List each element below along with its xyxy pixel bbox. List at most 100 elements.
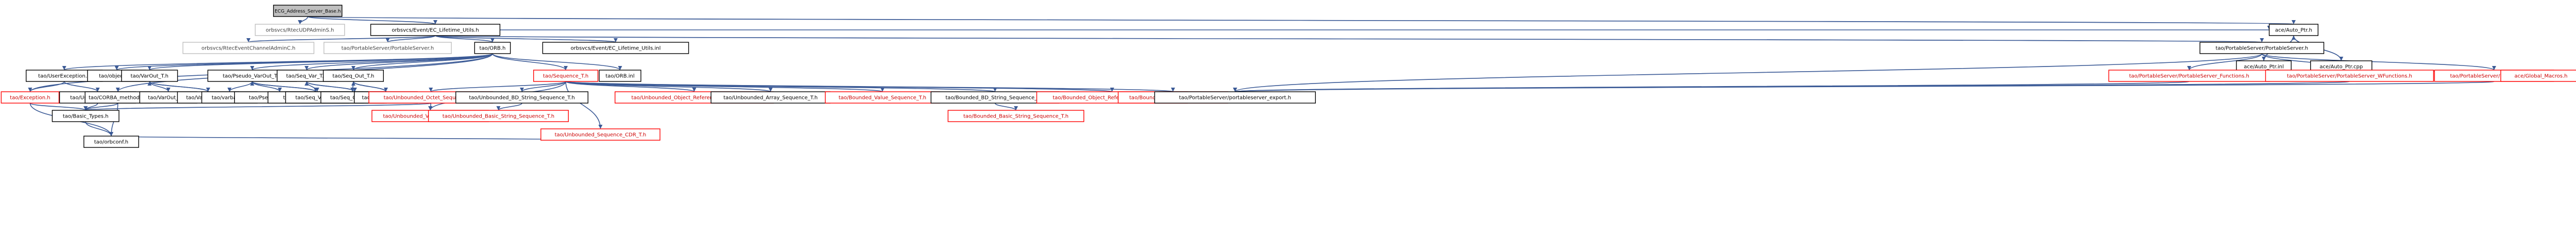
edge-arrowhead: [2492, 66, 2496, 70]
node-ps-export[interactable]: tao/PortableServer/portableserver_export…: [1154, 91, 1316, 104]
node-box: [52, 110, 120, 122]
node-box: [428, 110, 569, 122]
edge-arrowhead: [350, 88, 355, 92]
edge-arrowhead: [206, 88, 210, 92]
node-box: [599, 70, 641, 82]
node-box: [324, 42, 452, 54]
node-label: tao/Seq_Var_T.h: [286, 74, 327, 79]
node-box: [474, 42, 511, 54]
node-label: tao/Sequence_T.h: [543, 74, 588, 79]
node-tao-bnd-basic-string[interactable]: tao/Bounded_Basic_String_Sequence_T.h: [947, 110, 1084, 122]
edge-arrowhead: [692, 88, 697, 92]
edge-arrowhead: [114, 66, 119, 70]
node-root[interactable]: ECG_Address_Server_Base.h: [273, 5, 343, 17]
edge-arrowhead: [2260, 38, 2264, 42]
edge-arrowhead: [351, 66, 355, 70]
node-tao-portableserver[interactable]: tao/PortableServer/PortableServer.h: [2199, 42, 2325, 54]
edge-arrowhead: [227, 88, 232, 92]
node-box: [540, 128, 660, 141]
node-box: [2199, 42, 2325, 54]
node-ace-auto-ptr-h[interactable]: ace/Auto_Ptr.h: [2268, 24, 2319, 36]
node-label: orbsvcs/RtecUDPAdminS.h: [266, 28, 334, 34]
dependency-edge: [29, 103, 86, 111]
node-tao-orb-inl[interactable]: tao/ORB.inl: [599, 70, 641, 82]
edge-arrowhead: [598, 125, 603, 129]
node-udp-h[interactable]: orbsvcs/RtecUDPAdminS.h: [255, 24, 345, 36]
node-ps-functions[interactable]: tao/PortableServer/PortableServer_Functi…: [2108, 70, 2270, 82]
dependency-edge: [498, 103, 522, 111]
node-box: [121, 70, 178, 82]
node-label: tao/objectid.h: [99, 74, 134, 79]
node-tao-basic-types[interactable]: tao/Basic_Types.h: [52, 110, 120, 122]
edge-arrowhead: [880, 88, 885, 92]
node-label: orbsvcs/Event/EC_Lifetime_Utils.inl: [571, 46, 661, 52]
node-box: [182, 42, 315, 54]
node-box: [1, 91, 60, 104]
graph-nodes: ECG_Address_Server_Base.h orbsvcs/RtecUDP…: [1, 5, 2576, 148]
node-rtec-channel[interactable]: orbsvcs/RtecEventChannelAdminC.h: [182, 42, 315, 54]
node-tao-orbconf[interactable]: tao/orbconf.h: [83, 136, 139, 148]
node-label: tao/ORB.inl: [605, 74, 634, 79]
node-tao-unb-sequence-cdr[interactable]: tao/Unbounded_Sequence_CDR_T.h: [540, 128, 660, 141]
node-label: tao/PortableServer/portableserver_export…: [1179, 95, 1291, 101]
node-label: ace/Auto_Ptr.h: [2275, 28, 2312, 34]
node-label: tao/Bounded_Value_Sequence_T.h: [839, 95, 926, 101]
edge-arrowhead: [109, 132, 113, 136]
node-tao-unb-bd-string[interactable]: tao/Unbounded_BD_String_Sequence_T.h: [455, 91, 589, 104]
node-tao-bnd-value[interactable]: tao/Bounded_Value_Sequence_T.h: [825, 91, 940, 104]
node-ps-wfunctions[interactable]: tao/PortableServer/PortableServer_WFunct…: [2265, 70, 2434, 82]
edge-arrowhead: [519, 88, 524, 92]
dependency-edge: [353, 81, 386, 92]
node-label: tao/Unbounded_BD_String_Sequence_T.h: [469, 95, 574, 101]
node-label: tao/PortableServer/PortableServer_Functi…: [2129, 74, 2249, 79]
node-box: [273, 5, 343, 17]
dependency-edge: [2189, 53, 2263, 71]
edge-arrowhead: [315, 88, 319, 92]
edge-arrowhead: [278, 88, 282, 92]
dependency-edge: [565, 81, 695, 92]
dependency-edge: [63, 81, 98, 92]
node-tao-exception[interactable]: tao/Exception.h: [1, 91, 60, 104]
node-label: tao/CORBA_methods.h: [89, 95, 147, 101]
node-tao-varout-t[interactable]: tao/VarOut_T.h: [121, 70, 178, 82]
node-label: tao/Bounded_BD_String_Sequence_T.h: [945, 95, 1044, 101]
dependency-edge: [994, 103, 1016, 111]
node-tao-ps-server[interactable]: tao/PortableServer/PortableServer.h: [324, 42, 452, 54]
node-ec-lifetime-inl[interactable]: orbsvcs/Event/EC_Lifetime_Utils.inl: [542, 42, 689, 54]
dependency-edge: [85, 103, 118, 111]
node-tao-orb[interactable]: tao/ORB.h: [474, 42, 511, 54]
edge-arrowhead: [304, 81, 309, 86]
dependency-edge: [307, 16, 2294, 25]
node-tao-unb-basic-string[interactable]: tao/Unbounded_Basic_String_Sequence_T.h: [428, 110, 569, 122]
node-ec-lifetime-h[interactable]: orbsvcs/Event/EC_Lifetime_Utils.h: [370, 24, 501, 36]
edge-arrowhead: [62, 66, 66, 70]
dependency-edge: [435, 35, 493, 43]
node-label: tao/ORB.h: [480, 46, 506, 52]
node-label: tao/VarOut_T.h: [131, 74, 168, 79]
dependency-edge: [307, 16, 436, 25]
node-tao-sequence-t[interactable]: tao/Sequence_T.h: [533, 70, 599, 82]
dependency-edge: [229, 81, 253, 92]
dependency-edge: [1234, 81, 2495, 92]
dependency-edge: [251, 81, 316, 92]
node-label: tao/UserException.h: [38, 74, 90, 79]
node-label: tao/Bounded_Object_Reference_Sequence_T.…: [1053, 95, 1172, 101]
node-label: tao/PortableServer/PortableServer.h: [342, 46, 434, 52]
edge-arrowhead: [304, 66, 309, 70]
dependency-edge: [565, 81, 1174, 92]
node-label: orbsvcs/RtecEventChannelAdminC.h: [201, 46, 295, 52]
edge-arrowhead: [2291, 20, 2296, 24]
edge-arrowhead: [2187, 66, 2192, 70]
node-label: tao/Unbounded_Octet_Sequence_T.h: [384, 95, 478, 101]
node-ace-global-macros[interactable]: ace/Global_Macros.h: [2500, 70, 2576, 82]
dependency-edge: [306, 53, 493, 71]
edge-arrowhead: [2262, 57, 2266, 61]
node-tao-unb-array[interactable]: tao/Unbounded_Array_Sequence_T.h: [710, 91, 831, 104]
node-tao-seq-out[interactable]: tao/Seq_Out_T.h: [323, 70, 384, 82]
edge-arrowhead: [613, 38, 618, 42]
node-label: ace/Auto_Ptr.inl: [2244, 64, 2284, 70]
node-label: tao/PortableServer/PortableServer.h: [2216, 46, 2309, 52]
dependency-edge: [2261, 53, 2495, 71]
dependency-edge: [1234, 53, 2263, 92]
node-box: [455, 91, 589, 104]
